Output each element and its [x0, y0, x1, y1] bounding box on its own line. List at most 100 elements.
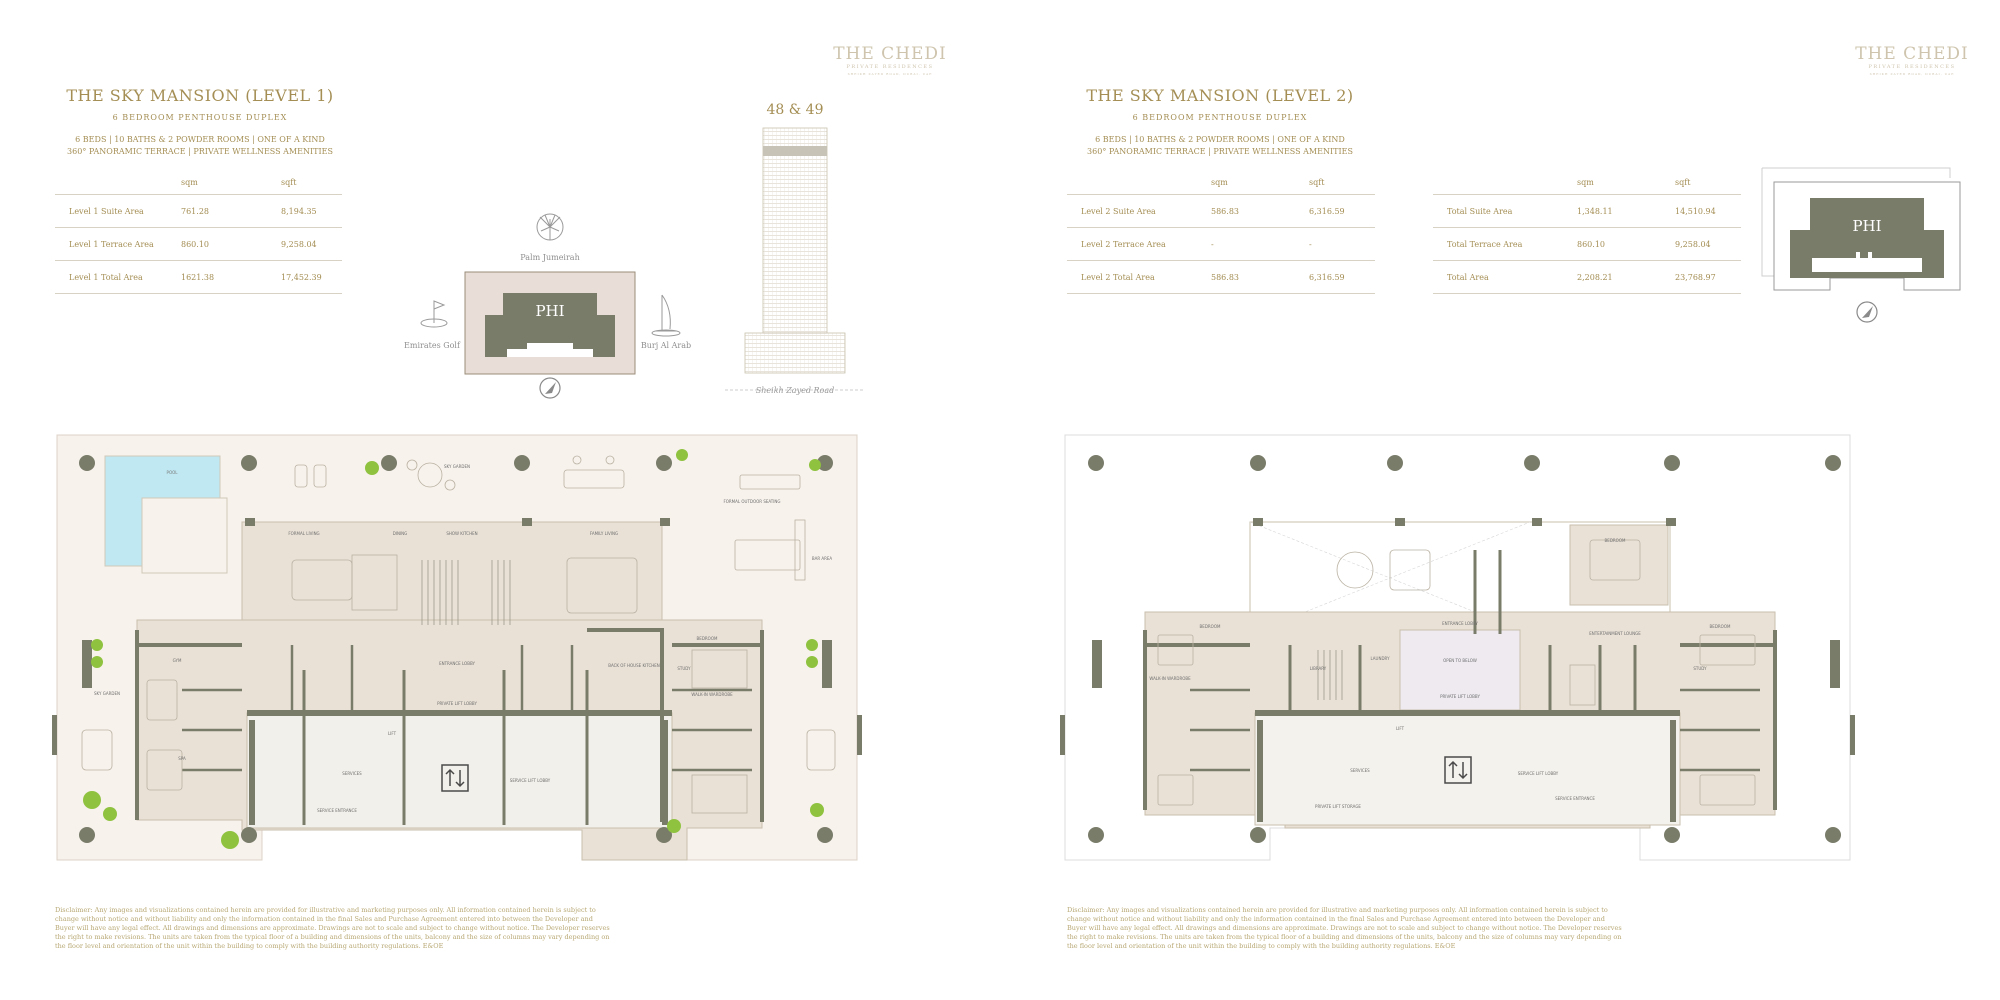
table-header-cell: sqm [180, 170, 280, 195]
label-service-entrance: SERVICE ENTRANCE [317, 808, 357, 813]
label-private-lift-storage: PRIVATE LIFT STORAGE [1315, 804, 1361, 809]
table-header-cell [1433, 170, 1576, 195]
table-cell: 6,316.59 [1308, 194, 1375, 228]
table-header: sqm sqft [1067, 170, 1375, 195]
table-row: Level 2 Suite Area 586.83 6,316.59 [1067, 194, 1375, 228]
table-row: Level 1 Total Area 1621.38 17,452.39 [55, 260, 342, 294]
table-row: Level 1 Suite Area 761.28 8,194.35 [55, 194, 342, 228]
table-row: Level 1 Terrace Area 860.10 9,258.04 [55, 227, 342, 261]
table-cell: - [1210, 227, 1308, 261]
tower-floors-label: 48 & 49 [766, 102, 824, 118]
label-walk-in-wardrobe: WALK-IN WARDROBE [691, 692, 733, 697]
table-header-cell: sqm [1576, 170, 1674, 195]
table-cell: Level 2 Total Area [1067, 260, 1210, 294]
phi-label: PHI [535, 302, 564, 320]
table-header-cell: sqft [1308, 170, 1375, 195]
palm-jumeirah-icon [536, 213, 564, 241]
label-walk-in-wardrobe: WALK-IN WARDROBE [1149, 676, 1191, 681]
table-cell: 6,316.59 [1308, 260, 1375, 294]
label-entrance-lobby: ENTRANCE LOBBY [439, 661, 475, 666]
label-lift: LIFT [1396, 726, 1405, 731]
features-line1: 6 BEDS | 10 BATHS & 2 POWDER ROOMS | ONE… [75, 135, 325, 144]
label-sky-garden-west: SKY GARDEN [94, 691, 120, 696]
table-header: sqm sqft [1433, 170, 1741, 195]
table-row: Total Area 2,208.21 23,768.97 [1433, 260, 1741, 294]
brand-logo-left: THE CHEDI PRIVATE RESIDENCES SHEIKH ZAYE… [820, 44, 960, 76]
label-back-of-house-kitchen: BACK OF HOUSE KITCHEN [608, 663, 660, 668]
table-cell: Level 1 Total Area [55, 260, 180, 294]
page-subtitle-level1: 6 BEDROOM PENTHOUSE DUPLEX [112, 113, 288, 122]
brand-tagline: PRIVATE RESIDENCES [1868, 64, 1956, 70]
table-cell: 2,208.21 [1576, 260, 1674, 294]
label-library: LIBRARY [1310, 666, 1327, 671]
lift-arrows-icon [441, 764, 469, 792]
label-bedroom: BEDROOM [1605, 538, 1626, 543]
location-map: Palm Jumeirah PHI Emirates Golf Burj Al … [404, 213, 691, 399]
table-cell: 860.10 [180, 227, 280, 261]
palm-label: Palm Jumeirah [520, 253, 579, 262]
table-cell: - [1308, 227, 1375, 261]
page-title-level1: THE SKY MANSION (LEVEL 1) [66, 86, 334, 105]
table-cell: 17,452.39 [280, 260, 342, 294]
label-service-lift-lobby: SERVICE LIFT LOBBY [510, 778, 551, 783]
brand-logo-right: THE CHEDI PRIVATE RESIDENCES SHEIKH ZAYE… [1842, 44, 1982, 76]
brand-location: SHEIKH ZAYED ROAD, DUBAI, UAE [1869, 72, 1955, 76]
area-table-totals: sqm sqft Total Suite Area 1,348.11 14,51… [1433, 170, 1741, 294]
table-header-cell: sqm [1210, 170, 1308, 195]
table-cell: Level 1 Terrace Area [55, 227, 180, 261]
features-line1: 6 BEDS | 10 BATHS & 2 POWDER ROOMS | ONE… [1095, 135, 1345, 144]
road-label: Sheikh Zayed Road [756, 386, 834, 395]
area-table-level1: sqm sqft Level 1 Suite Area 761.28 8,194… [55, 170, 342, 294]
table-cell: 9,258.04 [280, 227, 342, 261]
plant-icons [83, 449, 824, 849]
table-row: Level 2 Total Area 586.83 6,316.59 [1067, 260, 1375, 294]
table-header-cell [55, 170, 180, 195]
brand-location: SHEIKH ZAYED ROAD, DUBAI, UAE [847, 72, 933, 76]
table-cell: Level 2 Suite Area [1067, 194, 1210, 228]
table-header: sqm sqft [55, 170, 342, 195]
label-formal-living: FORMAL LIVING [288, 531, 319, 536]
table-row: Total Terrace Area 860.10 9,258.04 [1433, 227, 1741, 261]
compass-icon [539, 377, 561, 399]
page-title-level2: THE SKY MANSION (LEVEL 2) [1086, 86, 1354, 105]
brand-name: THE CHEDI [833, 44, 947, 64]
label-service-entrance: SERVICE ENTRANCE [1555, 796, 1595, 801]
table-cell: 586.83 [1210, 194, 1308, 228]
label-bedroom: BEDROOM [697, 636, 718, 641]
table-cell: 761.28 [180, 194, 280, 228]
brand-tagline: PRIVATE RESIDENCES [846, 64, 934, 70]
table-cell: 586.83 [1210, 260, 1308, 294]
label-private-lift-lobby: PRIVATE LIFT LOBBY [437, 701, 477, 706]
disclaimer-right: Disclaimer: Any images and visualization… [1067, 906, 1622, 950]
key-plan-level2: PHI [1761, 167, 1961, 323]
label-sky-garden: SKY GARDEN [444, 464, 470, 469]
label-study: STUDY [1693, 666, 1707, 671]
table-cell: 860.10 [1576, 227, 1674, 261]
furniture-sketches [1157, 539, 1756, 806]
table-cell: Total Area [1433, 260, 1576, 294]
label-services: SERVICES [1350, 768, 1370, 773]
floor-plan-level2: ENTRANCE LOBBY OPEN TO BELOW PRIVATE LIF… [1060, 434, 1855, 861]
table-header-cell [1067, 170, 1210, 195]
table-cell: 1621.38 [180, 260, 280, 294]
tower-elevation: Sheikh Zayed Road [725, 127, 865, 395]
table-cell: Total Terrace Area [1433, 227, 1576, 261]
label-bedroom-east: BEDROOM [1710, 624, 1731, 629]
burj-al-arab-icon [651, 294, 681, 337]
label-laundry: LAUNDRY [1370, 656, 1390, 661]
features-line2: 360° PANORAMIC TERRACE | PRIVATE WELLNES… [67, 147, 333, 156]
golf-label: Emirates Golf [404, 341, 461, 350]
table-cell: 23,768.97 [1674, 260, 1741, 294]
label-service-lift-lobby: SERVICE LIFT LOBBY [1518, 771, 1559, 776]
lift-arrows-icon [1444, 756, 1472, 784]
brand-name: THE CHEDI [1855, 44, 1969, 64]
phi-label: PHI [1852, 217, 1881, 235]
label-spa: SPA [178, 756, 186, 761]
label-bedroom-west: BEDROOM [1200, 624, 1221, 629]
table-header-cell: sqft [1674, 170, 1741, 195]
table-row: Level 2 Terrace Area - - [1067, 227, 1375, 261]
label-gym: GYM [173, 658, 182, 663]
structural-columns [52, 455, 862, 843]
disclaimer-left: Disclaimer: Any images and visualization… [55, 906, 610, 950]
compass-icon [1856, 301, 1878, 323]
